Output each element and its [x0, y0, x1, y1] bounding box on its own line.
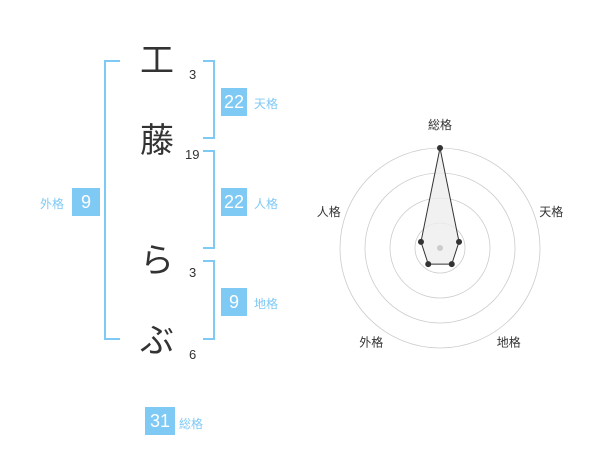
name-char-4: ぶ [140, 321, 174, 361]
name-char-2: 藤 [140, 121, 174, 161]
chikaku-bracket [203, 260, 215, 340]
tenkaku-label: 天格 [254, 97, 279, 111]
soukaku-value-badge: 31 [145, 407, 175, 435]
stroke-count-1: 3 [189, 67, 197, 82]
jinkaku-label: 人格 [254, 197, 279, 211]
stroke-count-2: 19 [185, 147, 200, 162]
chikaku-value-badge: 9 [221, 288, 247, 316]
jinkaku-bracket [203, 150, 215, 249]
radar-data-point [448, 261, 455, 268]
radar-axis-label: 人格 [317, 204, 341, 219]
stroke-count-4: 6 [189, 347, 197, 362]
radar-axis-label: 総格 [428, 117, 452, 132]
radar-data-point [437, 145, 443, 151]
gaikaku-label: 外格 [40, 197, 65, 211]
radar-data-point [417, 238, 424, 245]
tenkaku-value-badge: 22 [221, 88, 247, 116]
stroke-count-3: 3 [189, 265, 197, 280]
soukaku-label: 総格 [179, 417, 204, 431]
radar-axis-label: 地格 [497, 335, 521, 350]
radar-axis-label: 外格 [359, 335, 383, 350]
jinkaku-value-badge: 22 [221, 188, 247, 216]
radar-data-point [425, 261, 432, 268]
radar-data-point [456, 238, 463, 245]
tenkaku-bracket [203, 60, 215, 139]
gaikaku-value-badge: 9 [72, 188, 100, 216]
chikaku-label: 地格 [254, 297, 279, 311]
gaikaku-bracket [104, 60, 120, 340]
radar-center-dot [437, 245, 443, 251]
radar-axis-label: 天格 [539, 204, 563, 219]
radar-series-polygon [420, 147, 460, 265]
name-char-3: ら [140, 241, 174, 281]
name-char-1: 工 [140, 41, 174, 81]
